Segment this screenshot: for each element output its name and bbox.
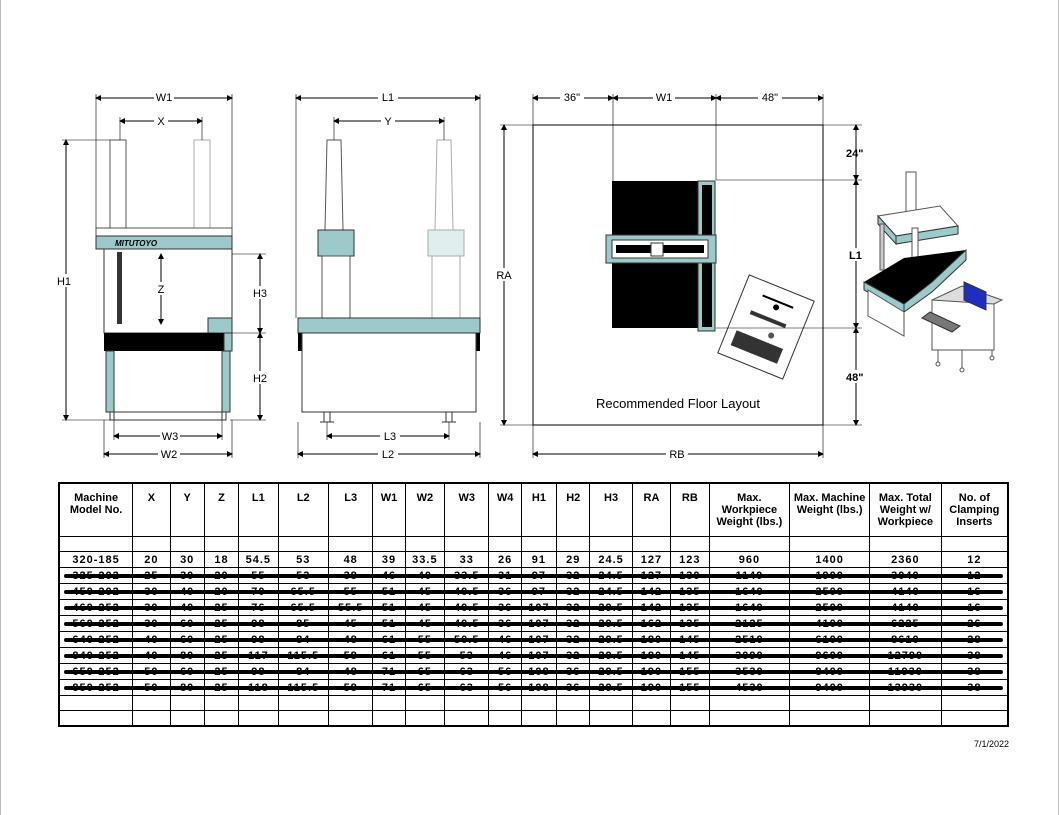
table-cell: 1400 [789, 551, 871, 568]
table-cell: 127 [631, 551, 672, 568]
col-header: RB [670, 482, 710, 537]
col-header: W2 [404, 482, 446, 537]
col-header: L2 [277, 482, 329, 537]
table-cell: 30 [169, 551, 205, 568]
table-header-row: Machine Model No. X Y Z L1 L2 L3 W1 W2 W… [58, 482, 1009, 537]
col-header: Machine Model No. [58, 482, 134, 537]
table-cell: 54.5 [238, 551, 279, 568]
table-cell: 12 [940, 551, 1009, 568]
dim-z: Z [158, 284, 165, 296]
front-column-left [109, 139, 127, 229]
table-cell: 320-185 [58, 551, 134, 568]
strike-through-line [64, 605, 1003, 610]
computer-desk [717, 274, 815, 380]
dim-w1-front: W1 [156, 92, 173, 104]
col-header: W4 [488, 482, 522, 537]
dim-y: Y [384, 116, 392, 128]
table-cell: 29 [556, 551, 591, 568]
table-cell: 2360 [869, 551, 942, 568]
dim-l2: L2 [382, 449, 394, 461]
floor-dim-rb: RB [669, 449, 684, 461]
table-cell: 39 [372, 551, 406, 568]
strike-through-line [64, 589, 1003, 594]
front-column-right [193, 139, 211, 229]
col-header: X [132, 482, 171, 537]
col-header: Z [203, 482, 240, 537]
dim-l3: L3 [384, 431, 396, 443]
dim-h3: H3 [253, 288, 267, 300]
table-cell: 48 [327, 551, 374, 568]
floor-dim-w1: W1 [656, 92, 673, 104]
strike-through-line [64, 637, 1003, 642]
floor-dim-ra: RA [496, 270, 512, 282]
table-spacer-row [58, 536, 1009, 552]
page-edge-left [0, 0, 1, 815]
dim-h1: H1 [57, 276, 71, 288]
col-header: Y [169, 482, 205, 537]
col-header: Max. Machine Weight (lbs.) [789, 482, 871, 537]
col-header: RA [631, 482, 672, 537]
col-header: H3 [589, 482, 633, 537]
col-header: Max. Total Weight w/ Workpiece [869, 482, 942, 537]
floor-layout-caption: Recommended Floor Layout [596, 396, 760, 411]
strike-through-line [64, 685, 1003, 690]
brand-logo: MITUTOYO [115, 239, 158, 248]
table-empty-row [58, 710, 1009, 727]
table-cell: 20 [132, 551, 171, 568]
floor-dim-bottom-clearance: 48" [846, 372, 863, 384]
dim-l1-side: L1 [382, 92, 394, 104]
document-date: 7/1/2022 [973, 739, 1009, 749]
table-cell: 18 [203, 551, 240, 568]
floor-dim-left-clearance: 36" [564, 92, 580, 104]
front-view: MITUTOYO W1 X H1 Z H [55, 91, 270, 461]
dim-x: X [157, 116, 165, 128]
table-cell: 91 [520, 551, 558, 568]
strike-through-line [64, 573, 1003, 578]
floor-dim-right-clearance: 48" [762, 92, 778, 104]
col-header: No. of Clamping Inserts [940, 482, 1009, 537]
dim-w2: W2 [161, 449, 178, 461]
technical-drawing: MITUTOYO W1 X H1 Z H [55, 91, 1004, 461]
floor-layout: 36" W1 48" RA RB 24" L1 48" Recommended … [494, 91, 867, 461]
table-cell: 26 [488, 551, 522, 568]
table-cell: 123 [670, 551, 710, 568]
floor-dim-l1: L1 [849, 250, 862, 262]
table-cell: 33 [444, 551, 490, 568]
col-header: H1 [520, 482, 558, 537]
side-view: L1 Y L3 L2 [295, 91, 481, 461]
specifications-table: Machine Model No. X Y Z L1 L2 L3 W1 W2 W… [58, 482, 1009, 727]
col-header: L1 [238, 482, 279, 537]
dim-w3: W3 [162, 431, 179, 443]
floor-dim-top-clearance: 24" [846, 148, 863, 160]
col-header: Max. Workpiece Weight (lbs.) [708, 482, 791, 537]
table-cell: 53 [277, 551, 329, 568]
col-header: W3 [444, 482, 490, 537]
table-cell: 33.5 [404, 551, 446, 568]
strike-through-line [64, 669, 1003, 674]
col-header: H2 [556, 482, 591, 537]
dim-h2: H2 [253, 373, 267, 385]
col-header: W1 [372, 482, 406, 537]
table-empty-row [58, 695, 1009, 711]
strike-through-line [64, 621, 1003, 626]
machine-isometric-illustration [863, 171, 1004, 373]
strike-through-line [64, 653, 1003, 658]
table-cell: 960 [708, 551, 791, 568]
col-header: L3 [327, 482, 374, 537]
table-cell: 24.5 [589, 551, 633, 568]
